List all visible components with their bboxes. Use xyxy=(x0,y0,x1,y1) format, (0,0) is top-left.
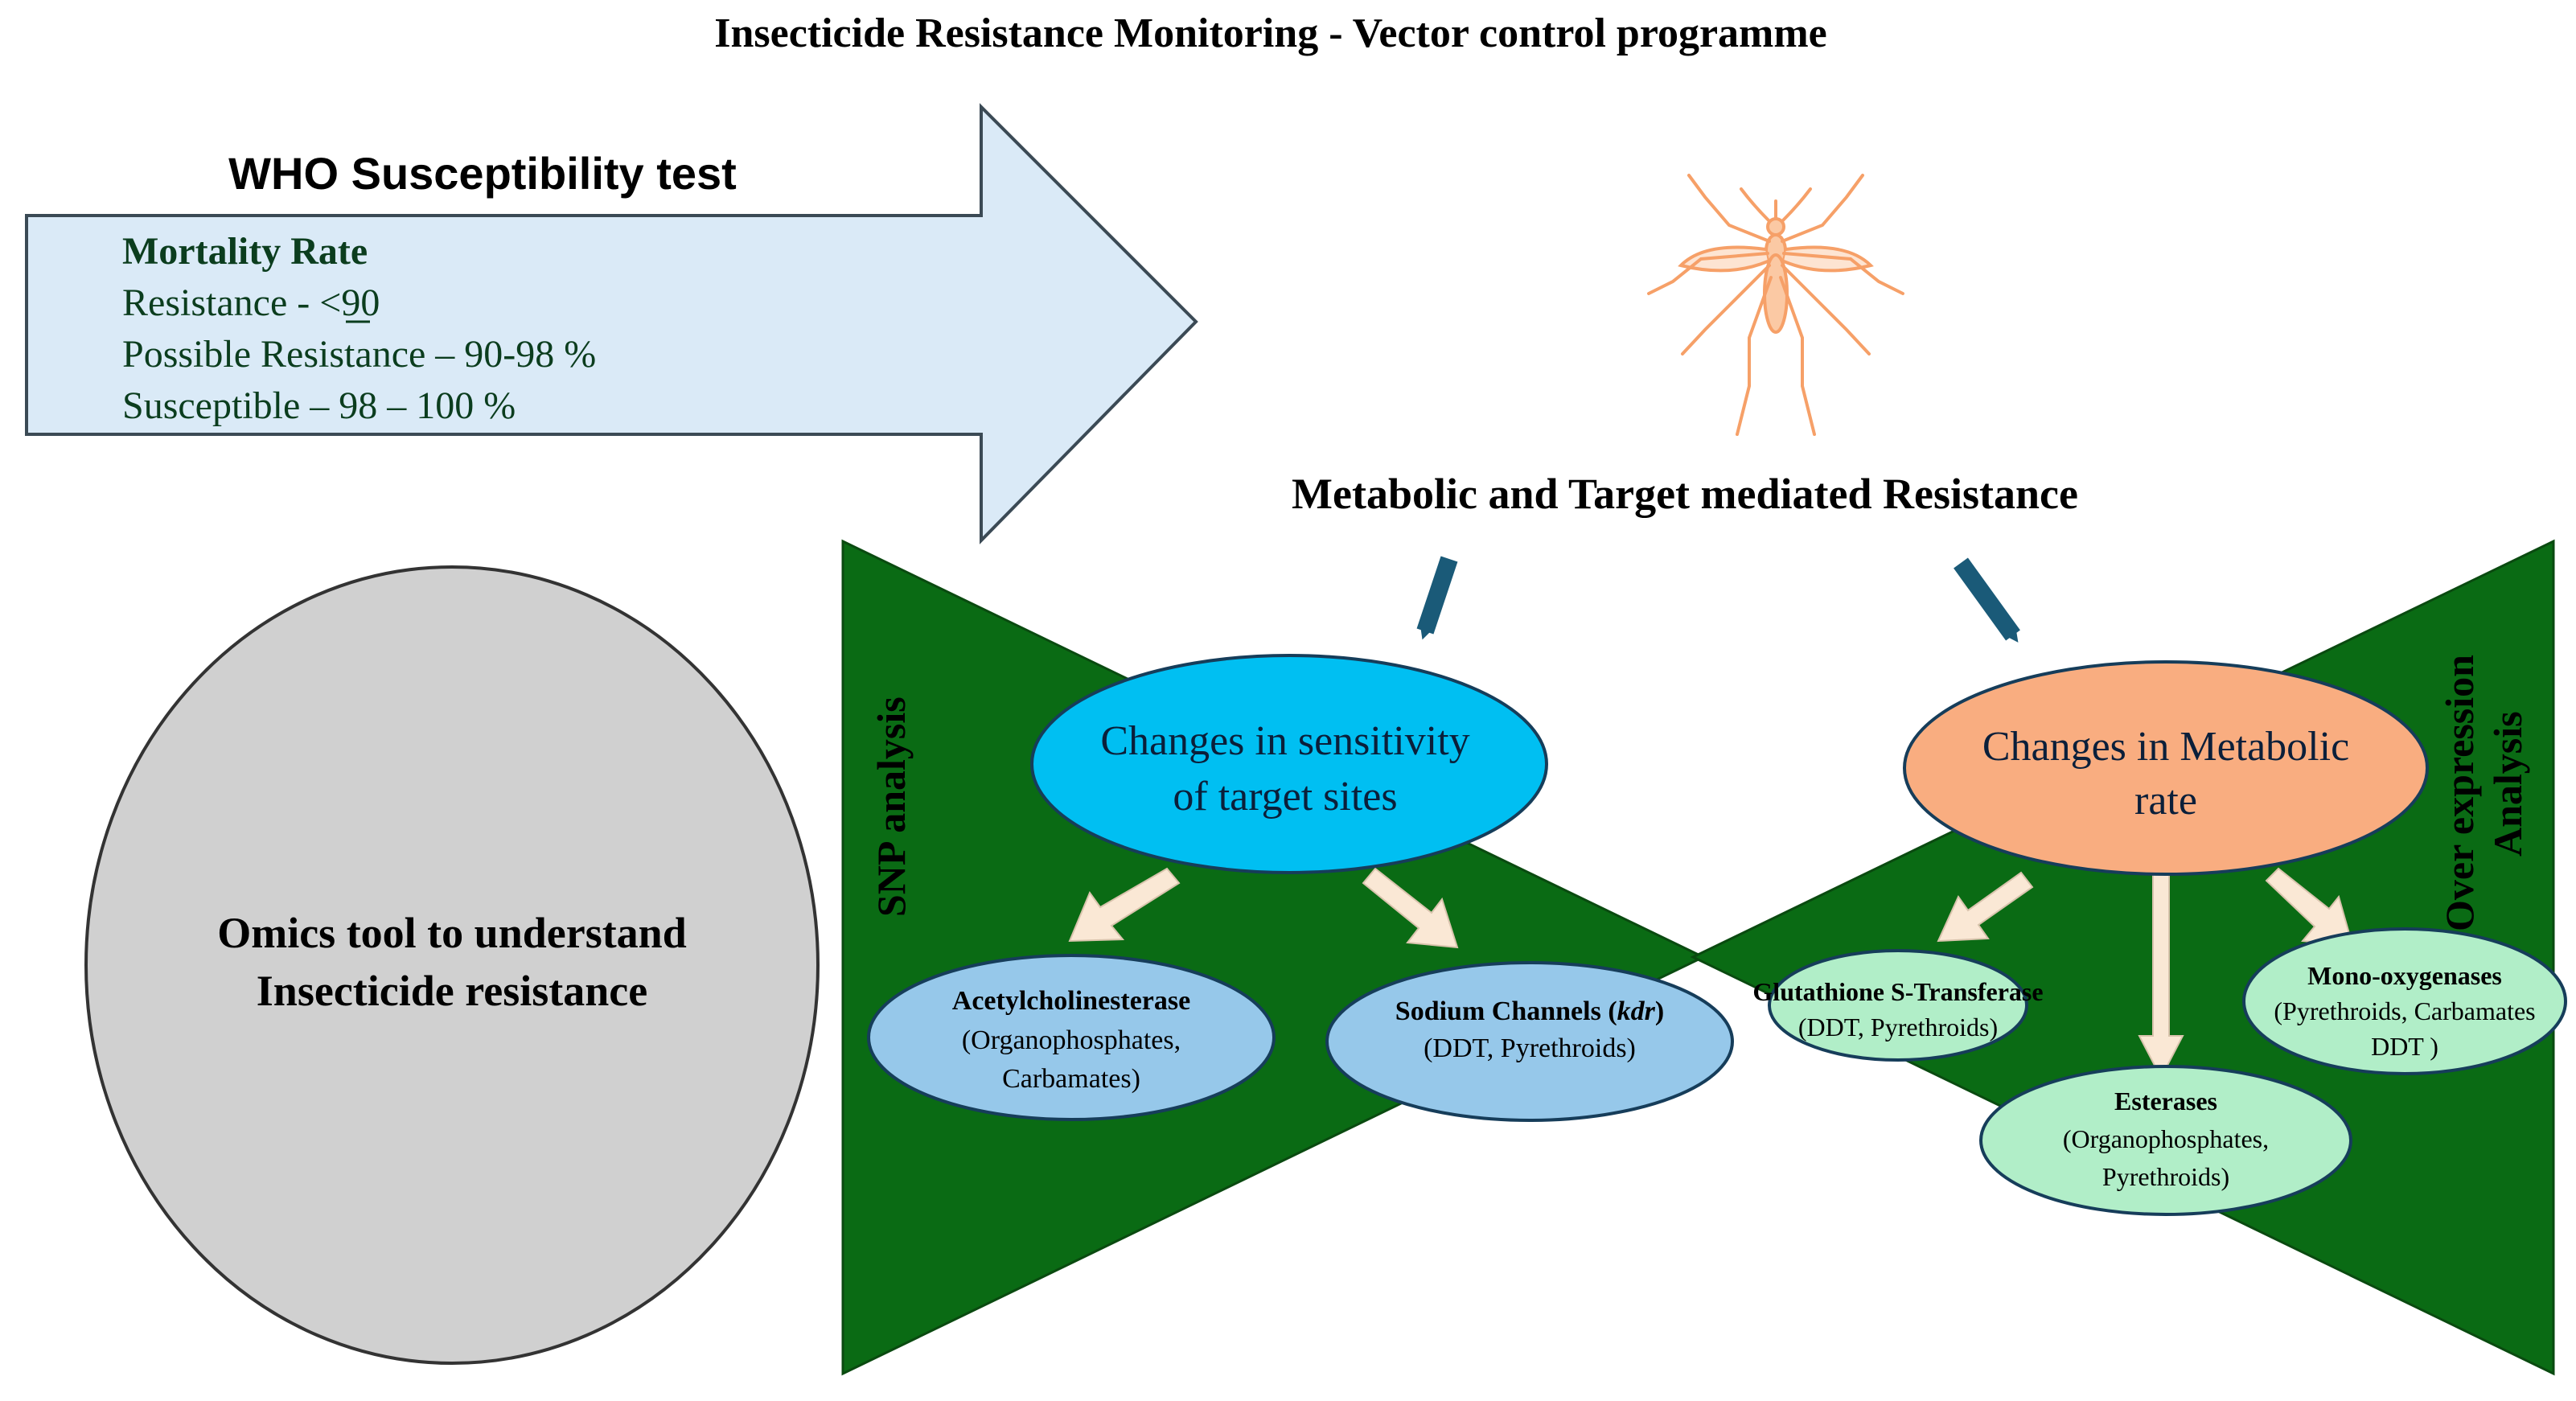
mosquito-icon xyxy=(1647,174,1904,436)
esterases-detail2: Pyrethroids) xyxy=(2102,1162,2229,1191)
glutathione-ellipse xyxy=(1768,949,2028,1062)
acetylcholinesterase-detail1: (Organophosphates, xyxy=(962,1025,1181,1055)
glutathione-name: Glutathione S-Transferase xyxy=(1752,977,2043,1006)
esterases-name: Esterases xyxy=(2114,1087,2217,1115)
monooxygenases-ellipse xyxy=(2242,927,2567,1075)
susceptible-line: Susceptible – 98 – 100 % xyxy=(122,384,516,427)
esterases-ellipse xyxy=(1979,1065,2352,1216)
mortality-rate-label: Mortality Rate xyxy=(122,230,368,273)
target-sites-ellipse xyxy=(1030,654,1548,874)
target-sites-line2: of target sites xyxy=(1173,774,1397,820)
omics-line1: Omics tool to understand xyxy=(217,909,687,957)
sodium-channels-name: Sodium Channels (kdr) xyxy=(1395,996,1664,1026)
resistance-prefix: Resistance - xyxy=(122,281,319,324)
arrow-to-esterases xyxy=(2138,862,2184,1080)
monooxygenases-name: Mono-oxygenases xyxy=(2307,961,2502,990)
resistance-value: 90 xyxy=(341,281,380,324)
overexpression-label-line1: Over expression xyxy=(2437,655,2482,931)
possible-resistance-line: Possible Resistance – 90-98 % xyxy=(122,333,596,376)
sodium-channels-detail: (DDT, Pyrethroids) xyxy=(1424,1033,1636,1063)
glutathione-detail: (DDT, Pyrethroids) xyxy=(1798,1013,1998,1042)
arrow-to-target-sites xyxy=(1416,556,1458,640)
overexpression-label-line2: Analysis xyxy=(2485,711,2530,857)
page-title: Insecticide Resistance Monitoring - Vect… xyxy=(714,10,1827,56)
omics-circle xyxy=(84,565,820,1365)
sodium-channels-name-main: Sodium Channels ( xyxy=(1395,996,1617,1026)
arrow-to-glutathione xyxy=(1937,871,2034,943)
target-sites-line1: Changes in sensitivity xyxy=(1100,718,1469,764)
sodium-channels-close: ) xyxy=(1655,996,1664,1026)
sodium-channels-ellipse xyxy=(1325,961,1734,1122)
metabolic-rate-line2: rate xyxy=(2134,778,2197,824)
arrow-to-sodium-channels xyxy=(1362,867,1459,949)
metabolic-rate-ellipse xyxy=(1903,660,2429,876)
arrow-to-metabolic-rate xyxy=(1954,557,2020,643)
acetylcholinesterase-name: Acetylcholinesterase xyxy=(952,986,1190,1016)
arrow-to-acetylcholinesterase xyxy=(1068,867,1181,943)
monooxygenases-detail1: (Pyrethroids, Carbamates xyxy=(2274,996,2535,1025)
sodium-channels-kdr: kdr xyxy=(1617,996,1656,1026)
omics-line2: Insecticide resistance xyxy=(257,967,647,1015)
acetylcholinesterase-detail2: Carbamates) xyxy=(1002,1064,1140,1094)
resistance-symbol: < xyxy=(319,281,341,324)
monooxygenases-detail2: DDT ) xyxy=(2371,1032,2438,1061)
metabolic-rate-line1: Changes in Metabolic xyxy=(1982,724,2349,770)
who-test-heading: WHO Susceptibility test xyxy=(228,148,737,199)
acetylcholinesterase-ellipse xyxy=(867,954,1276,1121)
snp-analysis-label: SNP analysis xyxy=(869,696,914,917)
mechanism-heading: Metabolic and Target mediated Resistance xyxy=(1292,470,2078,518)
who-test-arrow xyxy=(25,103,1198,544)
esterases-detail1: (Organophosphates, xyxy=(2063,1124,2269,1153)
resistance-line: Resistance - <90 xyxy=(122,281,380,324)
cream-arrows xyxy=(1068,862,2354,1080)
arrow-to-monooxygenases xyxy=(2265,867,2354,947)
